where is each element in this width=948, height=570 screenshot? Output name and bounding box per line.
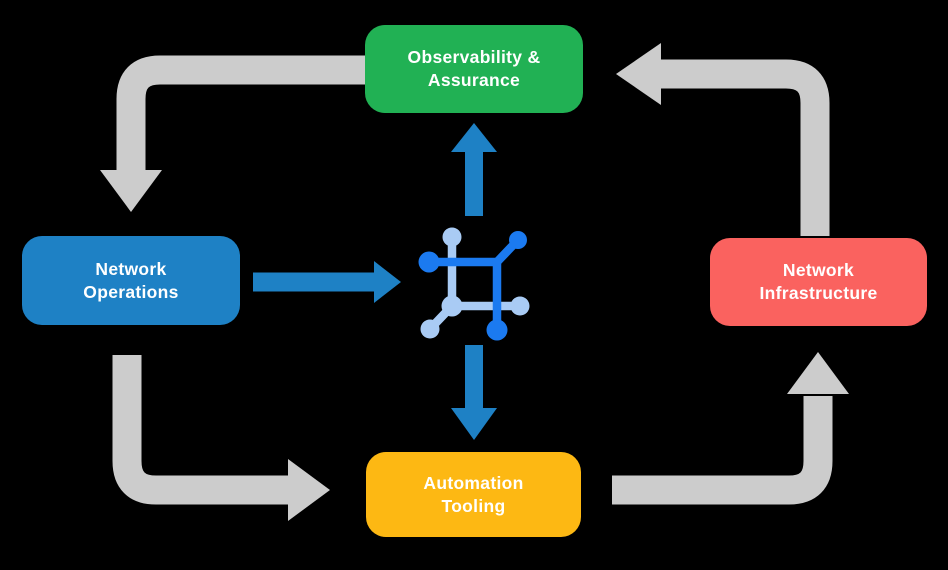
node-label: Network Operations [83,258,178,304]
arrow-network-operations-to-center [253,261,401,303]
node-label-line: Infrastructure [759,283,878,303]
node-label: Observability & Assurance [408,46,541,92]
node-label: Automation Tooling [423,472,523,518]
node-label: Network Infrastructure [760,259,878,305]
arrow-network-infrastructure-to-observability [616,43,830,236]
node-label-line: Operations [83,281,179,302]
node-label-line: Assurance [427,70,521,90]
node-network-operations: Network Operations [22,236,240,325]
network-mesh-icon [418,227,530,341]
arrow-automation-tooling-to-network-infrastructure [612,352,849,505]
node-network-infrastructure: Network Infrastructure [710,238,927,326]
node-automation-tooling: Automation Tooling [366,452,581,537]
node-label-line: Network [782,260,855,280]
node-label-line: Network [95,258,167,279]
node-observability-assurance: Observability & Assurance [365,25,583,113]
arrow-center-to-observability [451,123,497,216]
arrow-observability-to-network-operations [100,55,366,212]
arrow-network-operations-to-automation-tooling [112,355,330,521]
node-label-line: Observability & [407,47,541,67]
node-label-line: Automation [423,472,524,493]
node-label-line: Tooling [441,495,506,516]
arrow-center-to-automation-tooling [451,345,497,440]
